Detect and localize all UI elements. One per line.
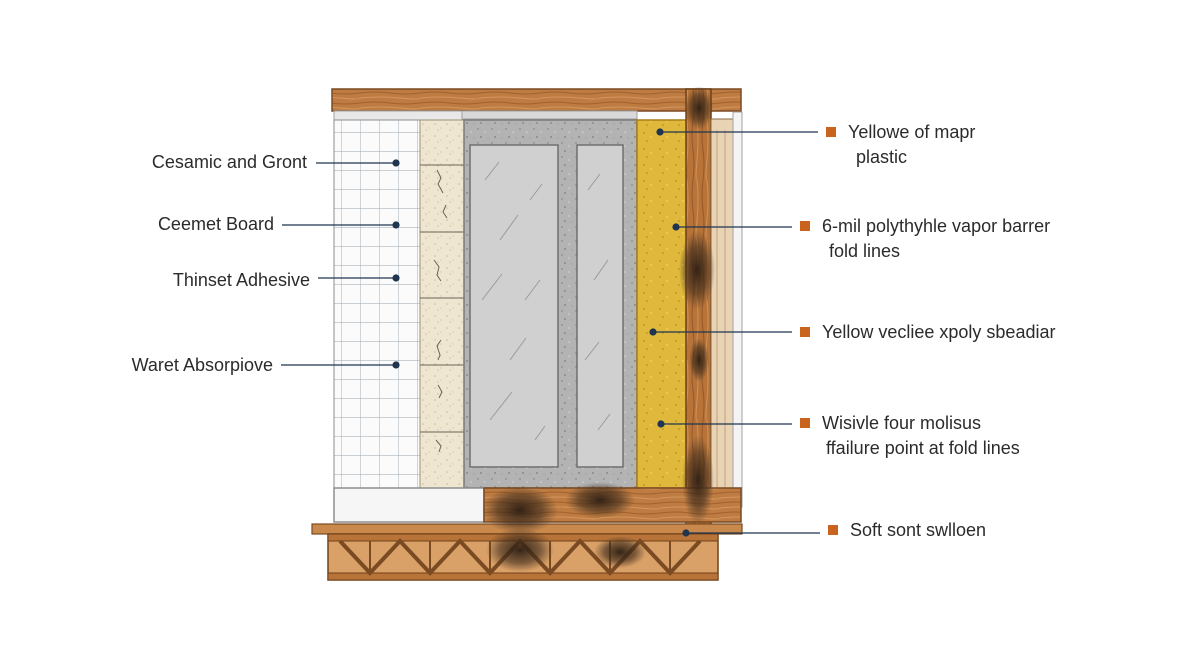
label-line-1: Wisivle four molisus: [822, 413, 982, 433]
outer-siding: [710, 118, 734, 510]
label-yellow-vecliee: Yellow vecliee xpoly sbeadiar: [800, 320, 1055, 345]
mold-stains: [482, 86, 715, 572]
bullet-square-icon: [800, 418, 810, 428]
label-yellow-plastic: Yellowe of mapr plastic: [826, 120, 975, 170]
glass-panel-left: [469, 144, 559, 468]
label-line-2: plastic: [856, 147, 908, 167]
label-line-1: 6-mil polythyhle vapor barrer: [822, 216, 1051, 236]
bullet-square-icon: [826, 127, 836, 137]
cement-board-layer: [419, 119, 465, 489]
label-soft-swollen: Soft sont swlloen: [828, 518, 986, 543]
label-vapor-barrier: 6-mil polythyhle vapor barrer fold lines: [800, 214, 1050, 264]
label-ceramic-and-grout: Cesamic and Gront: [151, 152, 307, 172]
ceramic-tile-layer: [333, 119, 421, 489]
label-cement-board: Ceemet Board: [157, 214, 274, 234]
top-trim: [333, 110, 463, 121]
bullet-square-icon: [828, 525, 838, 535]
label-line-2: ffailure point at fold lines: [826, 438, 1020, 458]
glass-panel-right: [576, 144, 624, 468]
label-water-absorptive: Waret Absorpiove: [131, 355, 273, 375]
label-line-1: Yellow vecliee xpoly sbeadiar: [822, 322, 1056, 342]
bullet-square-icon: [800, 221, 810, 231]
label-line-2: fold lines: [829, 241, 901, 261]
label-line-1: Yellowe of mapr: [848, 122, 976, 142]
top-beam: [331, 88, 742, 112]
label-thinset-adhesive: Thinset Adhesive: [172, 270, 310, 290]
insulation-layer: [636, 119, 691, 489]
white-base-trim: [333, 487, 485, 523]
label-line-1: Soft sont swlloen: [850, 520, 987, 540]
bullet-square-icon: [800, 327, 810, 337]
label-visible-mold: Wisivle four molisus ffailure point at f…: [800, 411, 1020, 461]
